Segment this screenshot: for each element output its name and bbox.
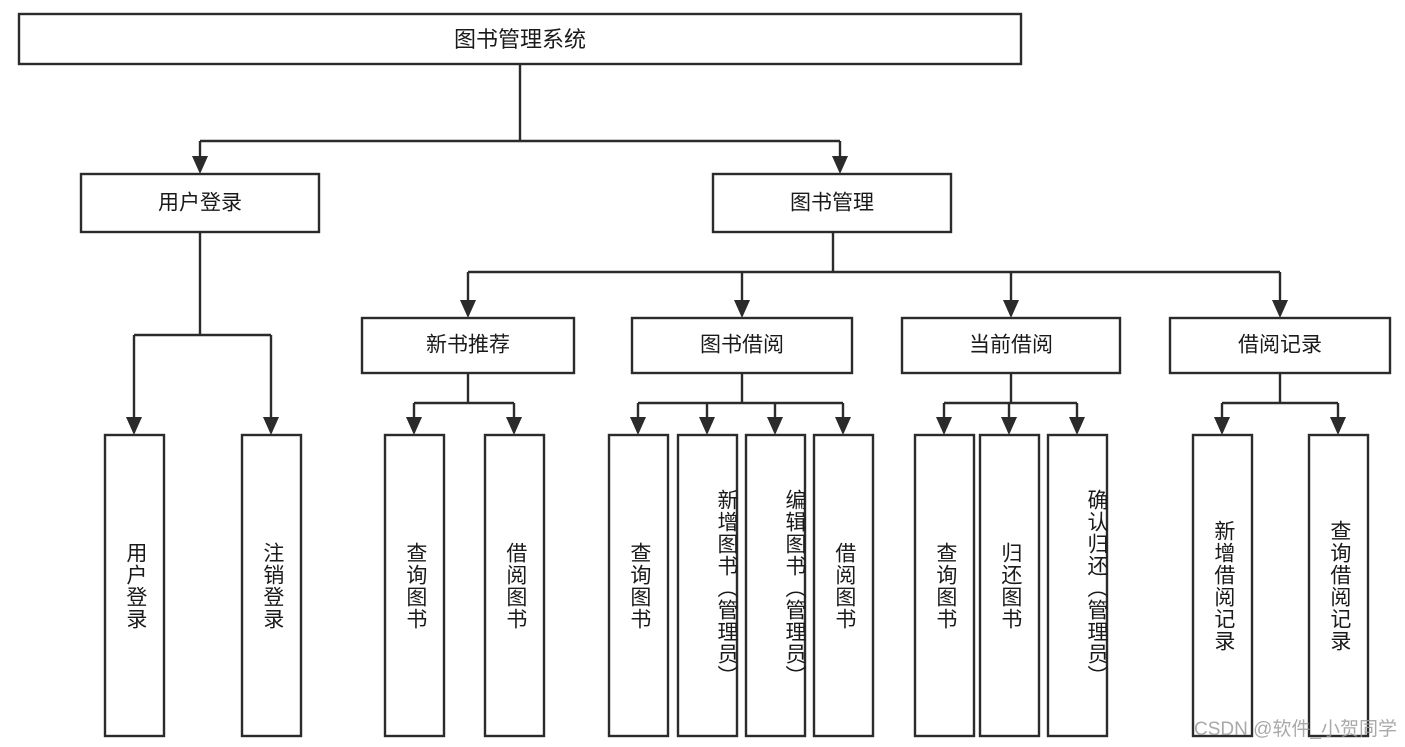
arrow-head-current-leaf3 (1069, 417, 1085, 435)
leaf-box-book-borrow-1[interactable] (607, 433, 670, 738)
arrow-head-borrow-leaf2 (699, 417, 715, 435)
node-book-borrow[interactable]: 图书借阅 (630, 316, 854, 375)
node-user-login[interactable]: 用户登录 (79, 172, 321, 234)
node-book-manage-box[interactable] (711, 172, 953, 234)
node-borrow-record[interactable]: 借阅记录 (1168, 316, 1392, 375)
node-book-borrow-box[interactable] (630, 316, 854, 375)
arrow-head-current-leaf1 (936, 417, 952, 435)
arrow-head-record-leaf1 (1214, 417, 1230, 435)
arrow-head-newbook (460, 300, 476, 318)
watermark-text: CSDN @软件_小贺同学 (1194, 719, 1397, 740)
leaf-box-current-borrow-1[interactable] (913, 433, 976, 738)
arrow-head-borrow-leaf4 (835, 417, 851, 435)
leaf-box-book-borrow-2[interactable] (676, 433, 739, 738)
node-root[interactable]: 图书管理系统 (17, 12, 1023, 66)
arrow-head-userlogin-leaf2 (263, 417, 279, 435)
leaf-box-borrow-record-2[interactable] (1307, 433, 1370, 738)
arrow-head-book-manage (832, 156, 848, 174)
node-current-borrow-box[interactable] (900, 316, 1122, 375)
node-current-borrow[interactable]: 当前借阅 (900, 316, 1122, 375)
leaf-box-borrow-record-1[interactable] (1191, 433, 1254, 738)
arrow-head-userlogin-leaf1 (126, 417, 142, 435)
node-new-book-recommend-box[interactable] (360, 316, 576, 375)
leaf-box-current-borrow-2[interactable] (978, 433, 1041, 738)
node-new-book-recommend-label: 新书推荐 (426, 334, 510, 357)
arrow-head-current (1003, 300, 1019, 318)
node-new-book-recommend[interactable]: 新书推荐 (360, 316, 576, 375)
arrow-head-record-leaf2 (1330, 417, 1346, 435)
leaf-box-new-book-2[interactable] (483, 433, 546, 738)
node-current-borrow-label: 当前借阅 (969, 334, 1053, 357)
arrow-head-borrow-leaf1 (630, 417, 646, 435)
node-book-manage[interactable]: 图书管理 (711, 172, 953, 234)
node-borrow-record-label: 借阅记录 (1238, 334, 1322, 357)
arrow-head-user-login (192, 156, 208, 174)
arrow-head-record (1272, 300, 1288, 318)
leaf-box-book-borrow-3[interactable] (744, 433, 807, 738)
arrow-head-newbook-leaf2 (506, 417, 522, 435)
arrow-head-borrow (734, 300, 750, 318)
arrow-head-borrow-leaf3 (767, 417, 783, 435)
connector-group (126, 65, 1346, 435)
leaf-box-book-borrow-4[interactable] (812, 433, 875, 738)
node-book-manage-label: 图书管理 (790, 192, 874, 215)
arrow-head-newbook-leaf1 (406, 417, 422, 435)
node-book-borrow-label: 图书借阅 (700, 334, 784, 357)
leaf-box-new-book-1[interactable] (383, 433, 446, 738)
node-user-login-box[interactable] (79, 172, 321, 234)
node-borrow-record-box[interactable] (1168, 316, 1392, 375)
leaf-box-user-login-2[interactable] (240, 433, 303, 738)
leaf-box-user-login-1[interactable] (103, 433, 166, 738)
arrow-head-current-leaf2 (1001, 417, 1017, 435)
node-root-label: 图书管理系统 (454, 27, 586, 52)
node-root-box[interactable] (17, 12, 1023, 66)
node-user-login-label: 用户登录 (158, 192, 242, 215)
leaf-box-current-borrow-3[interactable] (1046, 433, 1109, 738)
